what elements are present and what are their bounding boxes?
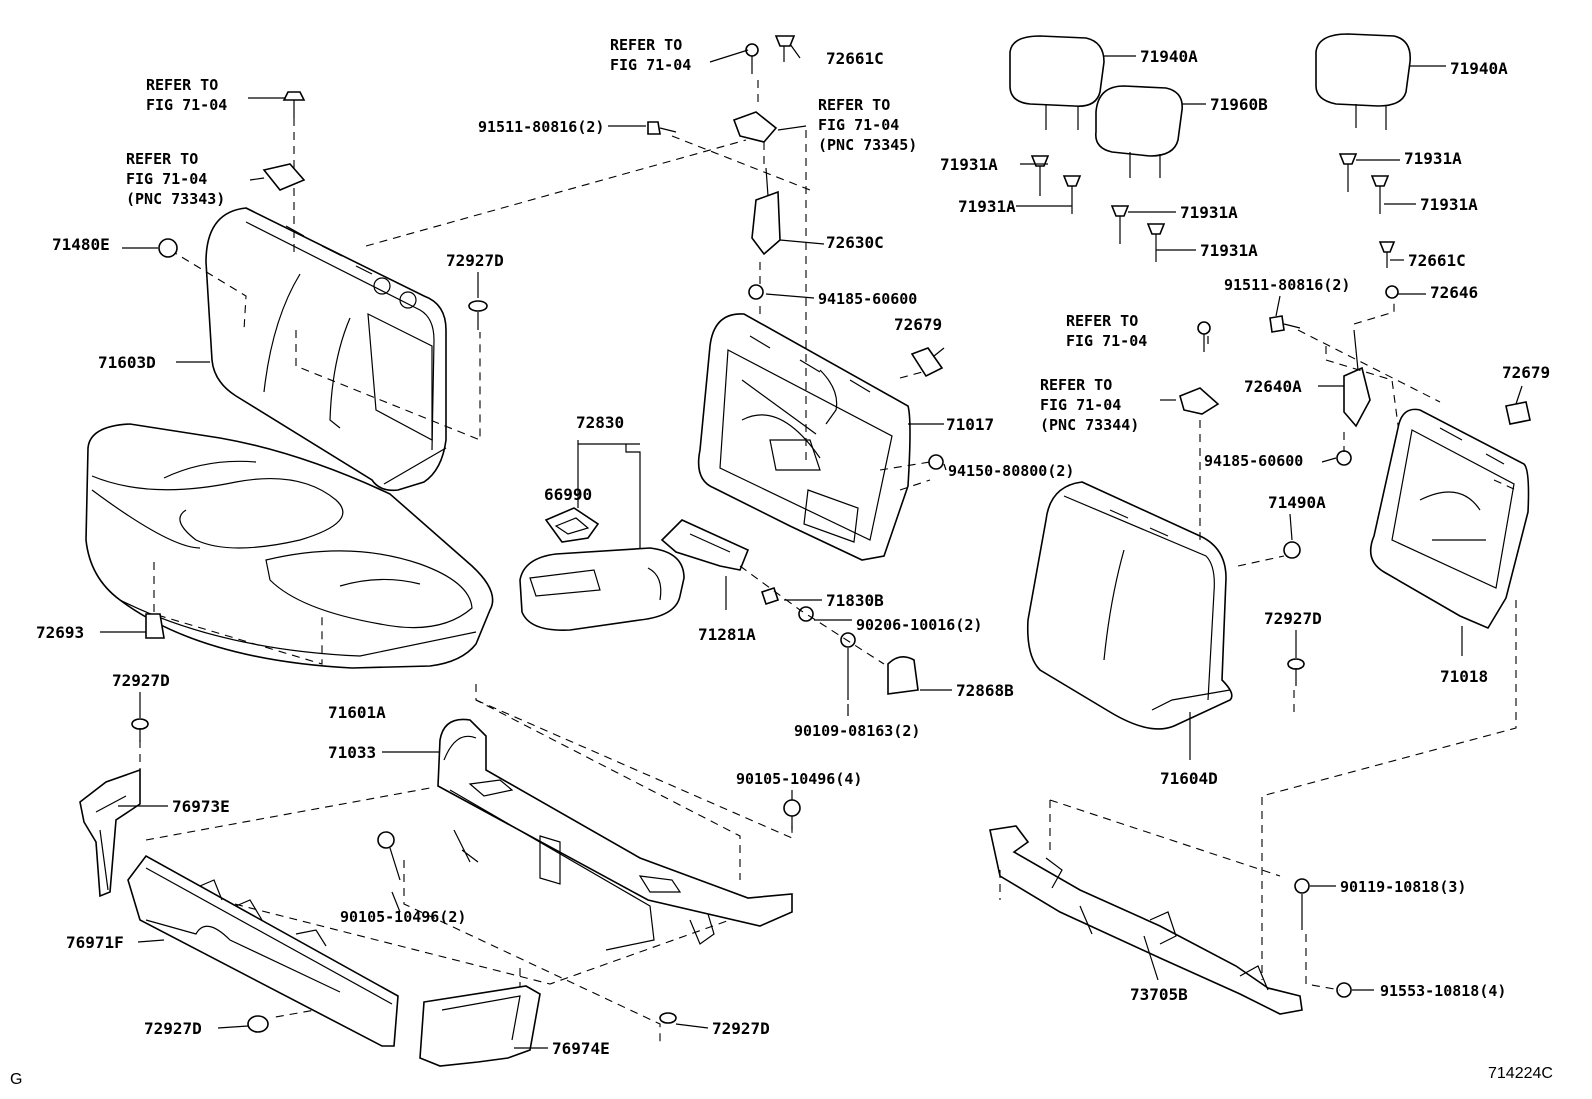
label-72679-a: 72679 bbox=[894, 315, 942, 334]
label-71281a: 71281A bbox=[698, 625, 756, 644]
label-71603d: 71603D bbox=[98, 353, 156, 372]
lock-72640a bbox=[1179, 241, 1441, 544]
label-94185-60600-b: 94185-60600 bbox=[1204, 452, 1303, 470]
label-71480e: 71480E bbox=[52, 235, 110, 254]
label-76973e: 76973E bbox=[172, 797, 230, 816]
cover-76974e bbox=[419, 985, 541, 1067]
seat-back-71603d bbox=[205, 207, 447, 492]
label-71018: 71018 bbox=[1440, 667, 1488, 686]
label-72630c: 72630C bbox=[826, 233, 884, 252]
label-71931a-3: 71931A bbox=[1180, 203, 1238, 222]
refer-label-5-line1: REFER TO bbox=[1066, 312, 1138, 330]
headrest-71940a-a bbox=[1009, 35, 1105, 130]
refer-label-5-line2: FIG 71-04 bbox=[1066, 332, 1147, 350]
label-71960b: 71960B bbox=[1210, 95, 1268, 114]
label-72679-b: 72679 bbox=[1502, 363, 1550, 382]
label-91511-80816-b: 91511-80816(2) bbox=[1224, 276, 1350, 294]
label-71940a-b: 71940A bbox=[1450, 59, 1508, 78]
seat-frame-71033 bbox=[437, 718, 793, 951]
label-72927d-e: 72927D bbox=[1264, 609, 1322, 628]
diagram-code: 714224C bbox=[1488, 1065, 1553, 1082]
refer-label-4-line3: (PNC 73345) bbox=[818, 136, 917, 154]
refer-label-6-line3: (PNC 73344) bbox=[1040, 416, 1139, 434]
corner-letter: G bbox=[10, 1071, 22, 1088]
cover-panel-76971f bbox=[127, 854, 399, 1047]
label-90119-10818: 90119-10818(3) bbox=[1340, 878, 1466, 896]
seat-back-frame-71018 bbox=[1237, 401, 1531, 980]
label-76971f: 76971F bbox=[66, 933, 124, 952]
label-94150-80800: 94150-80800(2) bbox=[948, 462, 1074, 480]
label-90105-10496-4: 90105-10496(4) bbox=[736, 770, 862, 788]
label-73705b: 73705B bbox=[1130, 985, 1188, 1004]
refer-label-2-line1: REFER TO bbox=[126, 150, 198, 168]
refer-label-6-line2: FIG 71-04 bbox=[1040, 396, 1121, 414]
label-72661c-b: 72661C bbox=[1408, 251, 1466, 270]
label-71931a-5: 71931A bbox=[1404, 149, 1462, 168]
label-71931a-4: 71931A bbox=[1200, 241, 1258, 260]
refer-label-1-line2: FIG 71-04 bbox=[146, 96, 227, 114]
seat-back-71604d bbox=[1026, 481, 1233, 730]
label-72927d-d: 72927D bbox=[712, 1019, 770, 1038]
label-71931a-1: 71931A bbox=[940, 155, 998, 174]
label-76974e: 76974E bbox=[552, 1039, 610, 1058]
refer-label-1-line1: REFER TO bbox=[146, 76, 218, 94]
refer-label-3-line2: FIG 71-04 bbox=[610, 56, 691, 74]
hinge-71281a-group bbox=[660, 454, 944, 700]
label-72661c-a: 72661C bbox=[826, 49, 884, 68]
label-66990: 66990 bbox=[544, 485, 592, 504]
refer-label-2-line3: (PNC 73343) bbox=[126, 190, 225, 208]
label-91553-10818: 91553-10818(4) bbox=[1380, 982, 1506, 1000]
label-71033: 71033 bbox=[328, 743, 376, 762]
side-cover-76973e bbox=[79, 768, 141, 898]
label-90109-08163: 90109-08163(2) bbox=[794, 722, 920, 740]
armrest-72830 bbox=[519, 507, 685, 631]
refer-label-4-line1: REFER TO bbox=[818, 96, 890, 114]
leader-lines bbox=[100, 43, 1523, 1049]
bracket-73705b bbox=[989, 799, 1352, 1015]
refer-label-4-line2: FIG 71-04 bbox=[818, 116, 899, 134]
label-71601a: 71601A bbox=[328, 703, 386, 722]
label-71940a-a: 71940A bbox=[1140, 47, 1198, 66]
label-71931a-6: 71931A bbox=[1420, 195, 1478, 214]
label-90105-10496-2: 90105-10496(2) bbox=[340, 908, 466, 926]
label-71604d: 71604D bbox=[1160, 769, 1218, 788]
label-72693: 72693 bbox=[36, 623, 84, 642]
label-71830b: 71830B bbox=[826, 591, 884, 610]
part-labels: REFER TO FIG 71-04 REFER TO FIG 71-04 (P… bbox=[10, 36, 1553, 1088]
headrest-71960b bbox=[1095, 85, 1183, 178]
label-72640a: 72640A bbox=[1244, 377, 1302, 396]
label-72927d-b: 72927D bbox=[112, 671, 170, 690]
lock-72630c bbox=[647, 35, 931, 460]
label-90206-10016: 90206-10016(2) bbox=[856, 616, 982, 634]
label-91511-80816-a: 91511-80816(2) bbox=[478, 118, 604, 136]
label-72927d-c: 72927D bbox=[144, 1019, 202, 1038]
label-72868b: 72868B bbox=[956, 681, 1014, 700]
label-94185-60600-a: 94185-60600 bbox=[818, 290, 917, 308]
headrest-71940a-b bbox=[1315, 33, 1411, 130]
refer-label-3-line1: REFER TO bbox=[610, 36, 682, 54]
seat-back-frame-71017 bbox=[697, 313, 911, 561]
refer-label-2-line2: FIG 71-04 bbox=[126, 170, 207, 188]
fasteners-left bbox=[131, 91, 801, 1033]
knob-72679-a bbox=[910, 347, 944, 378]
label-72927d-a: 72927D bbox=[446, 251, 504, 270]
refer-label-6-line1: REFER TO bbox=[1040, 376, 1112, 394]
label-71017: 71017 bbox=[946, 415, 994, 434]
label-72830: 72830 bbox=[576, 413, 624, 432]
seat-cushion-71601a bbox=[85, 423, 494, 669]
label-71931a-2: 71931A bbox=[958, 197, 1016, 216]
label-72646: 72646 bbox=[1430, 283, 1478, 302]
label-71490a: 71490A bbox=[1268, 493, 1326, 512]
